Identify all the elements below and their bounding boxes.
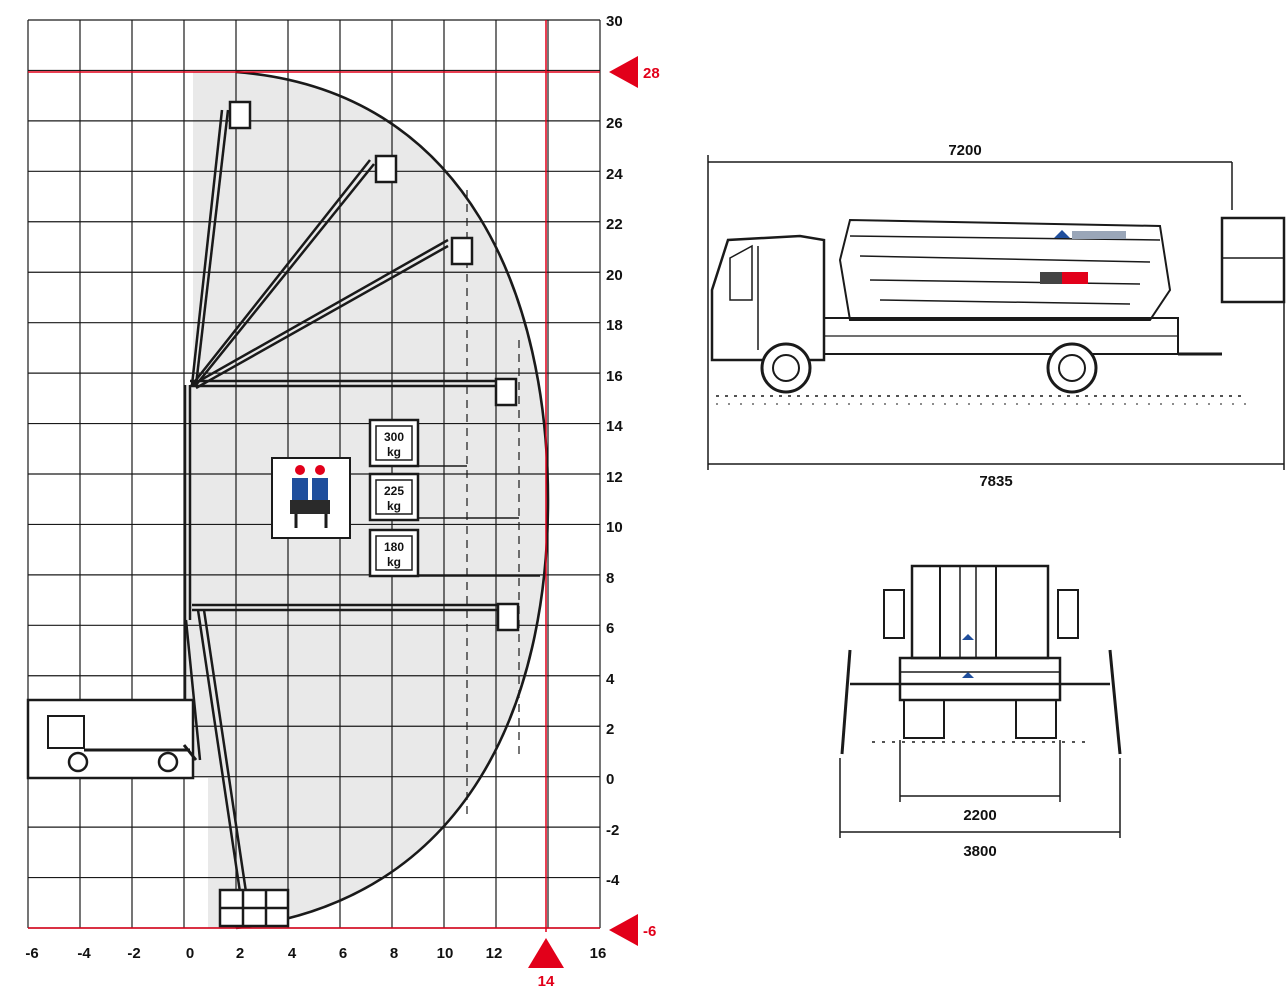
max-outreach-label: 14: [538, 973, 555, 990]
y-tick-label: -4: [606, 872, 620, 889]
max-outreach-marker: 14: [528, 938, 564, 990]
y-tick-label: 24: [606, 166, 623, 183]
load-unit-3: kg: [387, 555, 401, 569]
side-view: [707, 155, 1286, 470]
track-width-label: 2200: [963, 807, 996, 824]
load-value-2: 225: [384, 484, 404, 498]
y-tick-label: 6: [606, 620, 614, 637]
x-tick-label: 6: [339, 945, 347, 962]
envelope-outline: [235, 70, 550, 930]
x-tick-label: 0: [186, 945, 194, 962]
load-unit-1: kg: [387, 445, 401, 459]
max-depth-label: -6: [643, 923, 656, 940]
max-height-marker: 28: [609, 56, 660, 88]
x-tick-label: -6: [25, 945, 38, 962]
x-tick-label: 2: [236, 945, 244, 962]
chart-area: 300 kg 225 kg 180 kg 28 -6 14 -6: [25, 13, 659, 990]
truck-icon: [26, 698, 198, 780]
x-tick-label: 8: [390, 945, 398, 962]
y-tick-label: 4: [606, 671, 615, 688]
load-box-1: 300 kg: [368, 418, 420, 468]
load-box-2: 225 kg: [368, 472, 420, 522]
y-tick-label: 2: [606, 721, 614, 738]
load-limit-lines: [466, 190, 520, 815]
load-value-3: 180: [384, 540, 404, 554]
y-tick-label: 26: [606, 115, 623, 132]
x-tick-label: -4: [77, 945, 91, 962]
y-tick-label: 22: [606, 216, 623, 233]
y-tick-label: 10: [606, 519, 623, 536]
max-depth-marker: -6: [609, 914, 656, 946]
baskets: [218, 100, 520, 928]
grid: [27, 19, 601, 929]
y-tick-label: 18: [606, 317, 623, 334]
overall-length-label: 7835: [979, 473, 1012, 490]
y-tick-label: 0: [606, 771, 614, 788]
outrigger-span-label: 3800: [963, 843, 996, 860]
load-value-1: 300: [384, 430, 404, 444]
load-box-3: 180 kg: [368, 528, 420, 578]
x-tick-label: 12: [486, 945, 503, 962]
x-tick-label: -2: [127, 945, 140, 962]
y-tick-label: 20: [606, 267, 623, 284]
load-unit-2: kg: [387, 499, 401, 513]
y-tick-label: -2: [606, 822, 619, 839]
load-pointers: [418, 465, 540, 577]
y-tick-label: 8: [606, 570, 614, 587]
y-tick-label: 12: [606, 469, 623, 486]
max-height-label: 28: [643, 65, 660, 82]
y-tick-label: 16: [606, 368, 623, 385]
y-tick-label: 30: [606, 13, 623, 30]
rear-view: [839, 564, 1122, 838]
x-tick-label: 4: [288, 945, 297, 962]
x-axis-ticks: -6 -4 -2 0 2 4 6 8 10 12 16: [25, 945, 606, 962]
mast: [183, 385, 202, 761]
boom-length-label: 7200: [948, 142, 981, 159]
two-person-icon: [271, 457, 351, 539]
x-tick-label: 16: [590, 945, 607, 962]
working-envelope: [184, 72, 548, 928]
x-tick-label: 10: [437, 945, 454, 962]
y-tick-label: 14: [606, 418, 623, 435]
boom-positions: [190, 109, 505, 893]
